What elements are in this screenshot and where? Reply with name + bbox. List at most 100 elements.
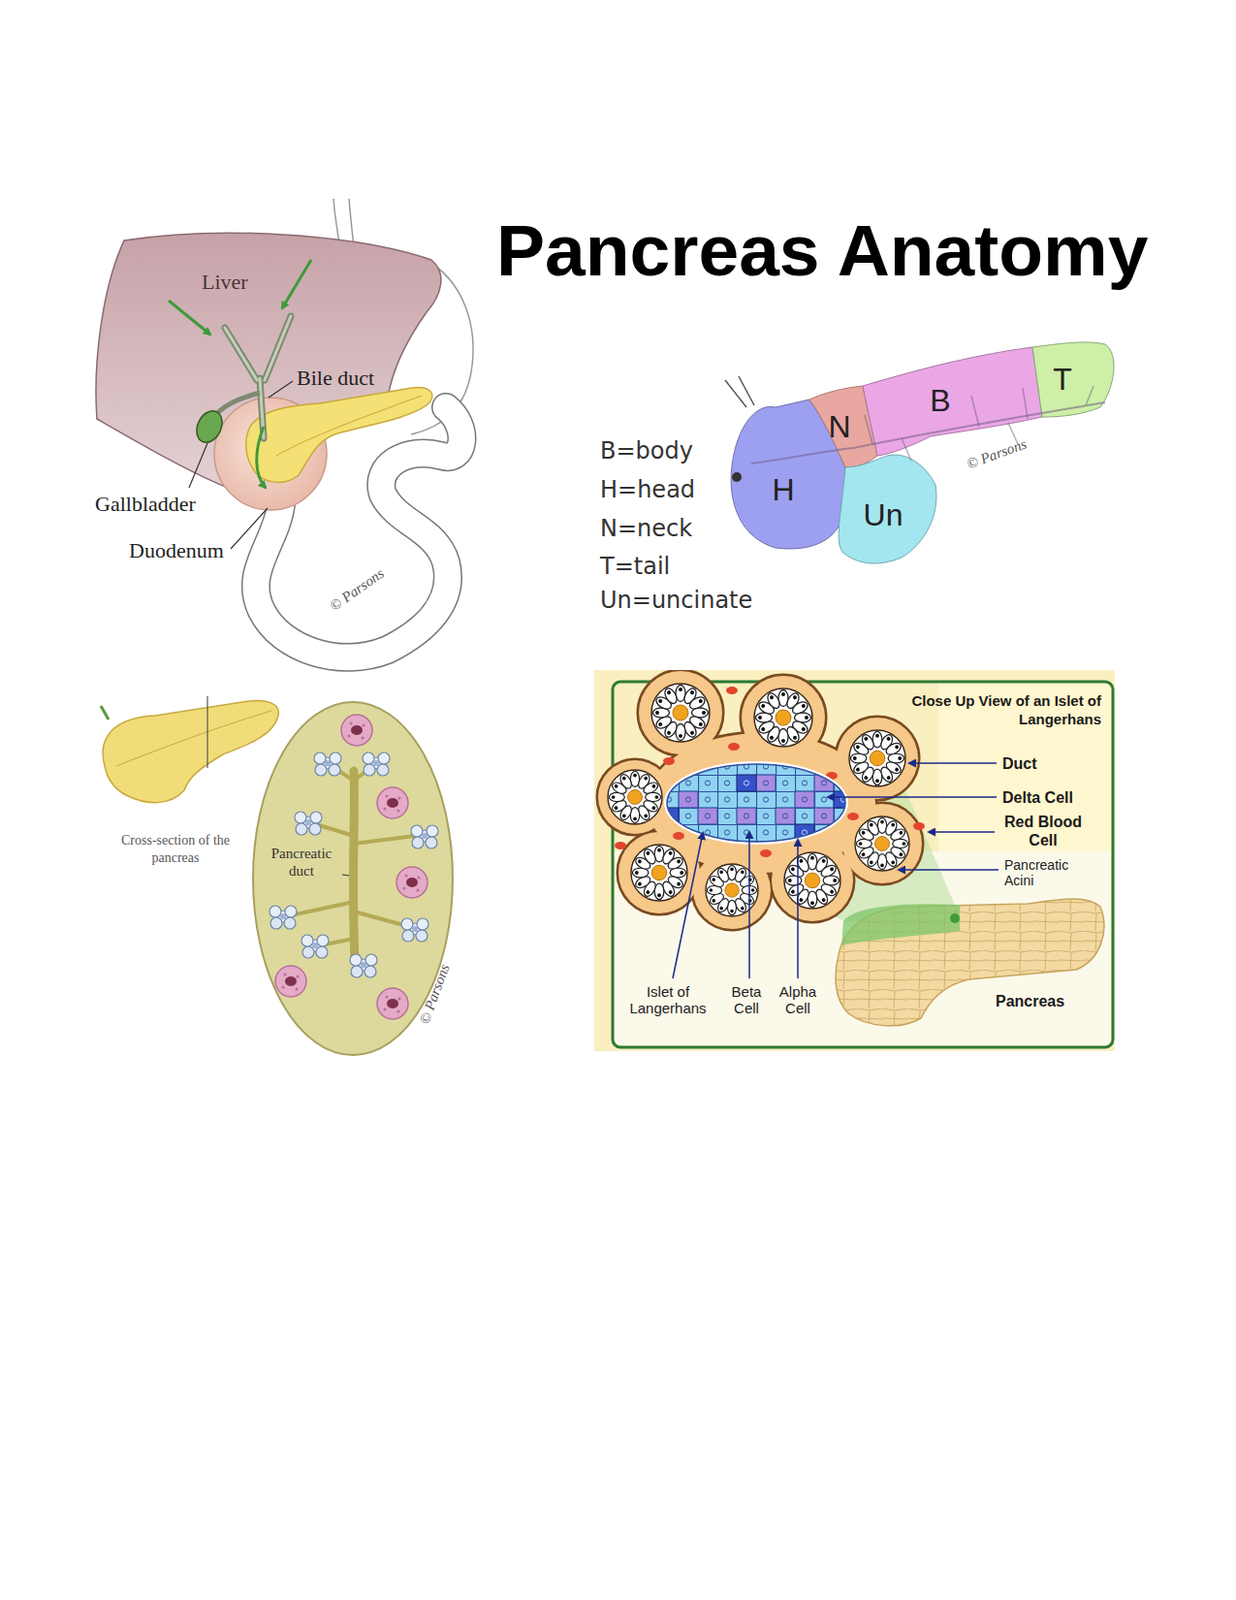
cross-section-illustration-part <box>349 953 378 978</box>
copyright-signature: © Parsons <box>324 563 389 616</box>
cross-section-illustration-part <box>301 934 329 958</box>
cross-section-illustration-part <box>294 811 322 835</box>
structure-label: Islet of Langerhans <box>619 982 717 1016</box>
islet-closeup-illustration-part-part <box>814 807 834 824</box>
cross-section-illustration-part <box>396 866 428 898</box>
duct-label: Pancreatic duct <box>260 844 343 880</box>
key-entry: B=body <box>600 436 694 466</box>
key-entry: T=tail <box>600 551 670 581</box>
key-entry: N=neck <box>600 513 693 543</box>
pancreas-regions-illustration-part <box>731 472 742 482</box>
digestive-organs-illustration-part <box>191 407 227 447</box>
islet-closeup-illustration-part-part <box>697 807 718 824</box>
islet-closeup-illustration-part-part <box>913 822 925 830</box>
islet-closeup-illustration-part <box>631 844 688 901</box>
pancreas-regions-illustration-part <box>1032 342 1114 417</box>
organ-label: Pancreas <box>995 991 1065 1011</box>
islet-closeup-illustration-part <box>607 769 663 824</box>
structure-label: Alpha Cell <box>772 982 824 1016</box>
cross-section-illustration-part <box>377 787 409 819</box>
cross-section-illustration-part <box>401 918 429 942</box>
copyright-signature: © Parsons <box>964 435 1030 474</box>
islet-closeup-illustration-part-part <box>748 831 751 979</box>
islet-closeup-illustration-part-part <box>726 686 738 695</box>
cross-section-illustration-part <box>341 714 373 746</box>
organ-label: Gallbladder <box>95 491 196 517</box>
islet-closeup-illustration-part-part <box>760 849 772 857</box>
islet-closeup-illustration-part <box>841 903 960 946</box>
region-letter: N <box>827 408 851 445</box>
digestive-organs-illustration-part <box>256 426 266 488</box>
islet-closeup-illustration-part <box>598 670 922 929</box>
islet-closeup-illustration-part-part <box>847 812 859 821</box>
structure-label: Beta Cell <box>723 982 770 1016</box>
islet-closeup-illustration-part-part <box>756 774 776 792</box>
islet-closeup-illustration-part <box>659 756 854 854</box>
region-letter: Un <box>863 496 904 534</box>
islet-closeup-illustration-part <box>855 816 910 871</box>
cross-section-illustration-part <box>275 965 307 997</box>
cross-section-illustration-part <box>314 752 342 776</box>
digestive-organs-illustration-part <box>224 316 291 439</box>
structure-label: Delta Cell <box>1002 788 1074 807</box>
islet-closeup-illustration-part-part <box>614 841 627 850</box>
digestive-organs-illustration-part <box>215 392 260 415</box>
islet-closeup-illustration-part-part <box>736 807 757 824</box>
page-title: Pancreas Anatomy <box>496 214 1149 287</box>
islet-closeup-illustration-part <box>835 898 1105 1026</box>
key-entry: Un=uncinate <box>600 585 753 615</box>
islet-closeup-illustration-part <box>672 762 999 979</box>
organ-label: Duodenum <box>128 538 224 564</box>
islet-closeup-illustration-part-part <box>928 830 995 833</box>
organ-label: Liver <box>201 269 249 295</box>
panel-heading: Close Up View of an Islet of Langerhans <box>907 691 1102 729</box>
islet-closeup-illustration-part <box>705 863 759 917</box>
cross-section-illustration-part <box>377 987 409 1019</box>
islet-closeup-illustration-part-part <box>775 807 795 824</box>
cross-section-illustration-part <box>362 752 390 776</box>
cross-section-illustration-part <box>352 770 355 960</box>
digestive-organs-illustration-part <box>168 300 211 335</box>
structure-label: Pancreatic Acini <box>1004 856 1082 888</box>
cross-section-illustration-part <box>253 701 453 1055</box>
digestive-organs-illustration-part <box>95 232 442 490</box>
islet-closeup-illustration-part <box>950 913 960 923</box>
cross-section-illustration-part <box>269 905 297 929</box>
digestive-organs-illustration <box>95 198 474 658</box>
islet-closeup-illustration-part-part <box>827 795 997 798</box>
digestive-organs-illustration-part <box>276 395 422 456</box>
structure-label: Duct <box>1002 754 1038 773</box>
region-letter: H <box>771 471 794 508</box>
pancreas-regions-illustration-part <box>725 376 755 408</box>
islet-closeup-illustration-part-part <box>728 742 740 751</box>
leader-line <box>268 380 293 398</box>
leader-line <box>230 507 268 549</box>
pancreas-regions-illustration-part <box>751 402 1106 464</box>
caption-label: Cross-section of the pancreas <box>121 831 230 867</box>
islet-closeup-illustration-part-part <box>663 757 675 765</box>
structure-label: Red Blood Cell <box>998 812 1088 850</box>
pancreas-regions-illustration-part <box>838 454 937 564</box>
islet-closeup-illustration-part <box>849 729 906 787</box>
islet-closeup-illustration-part <box>666 763 846 842</box>
islet-closeup-illustration-part-part <box>736 774 757 792</box>
organ-label: Bile duct <box>296 365 375 391</box>
cross-section-illustration <box>100 696 453 1055</box>
islet-closeup-illustration-part-part <box>659 756 854 854</box>
cross-section-illustration-part <box>206 696 208 768</box>
cross-section-illustration-part <box>100 705 109 720</box>
islet-closeup-illustration-part-part <box>794 791 815 808</box>
digestive-organs-illustration-part <box>246 386 433 482</box>
cross-section-illustration-part <box>411 824 439 849</box>
islet-closeup-illustration-part-part <box>909 761 997 764</box>
islet-closeup-illustration-part <box>651 683 710 742</box>
islet-closeup-illustration-part-part <box>672 832 703 979</box>
islet-closeup-illustration-part-part <box>672 831 685 840</box>
digestive-organs-illustration-part <box>224 316 291 439</box>
islet-closeup-illustration-part-part <box>796 839 799 979</box>
islet-closeup-illustration-part-part <box>898 868 999 871</box>
pancreas-regions-illustration <box>725 342 1114 564</box>
islet-closeup-illustration-part <box>784 852 841 909</box>
region-letter: T <box>1052 360 1073 398</box>
